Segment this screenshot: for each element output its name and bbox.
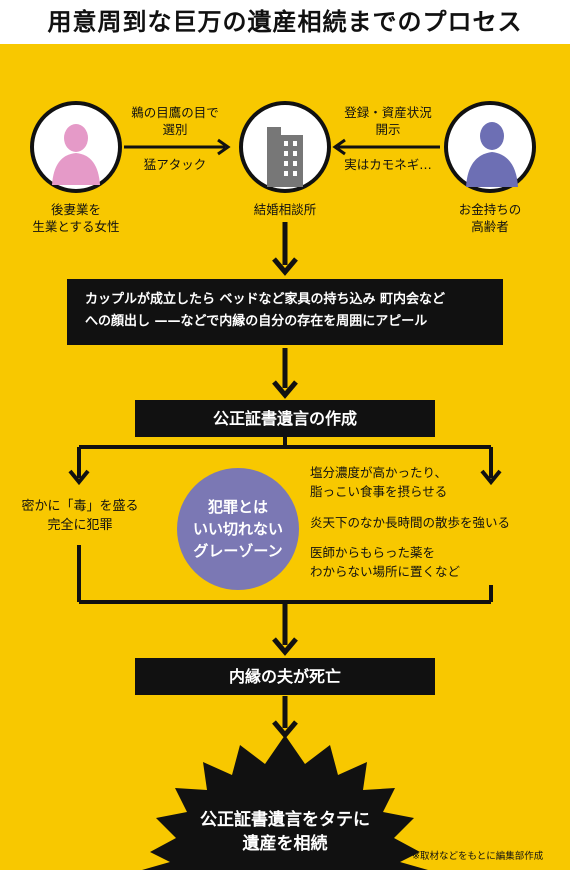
agency-label: 結婚相談所 (253, 202, 317, 217)
elder-node (444, 101, 536, 193)
woman-label-line1: 後妻業を (50, 202, 101, 217)
final-outcome-text: 公正証書遺言をタテに 遺産を相続 (155, 808, 415, 856)
left-branch-line1: 密かに「毒」を盛る (21, 499, 139, 514)
elder-label: お金持ちの 高齢者 (432, 201, 548, 235)
arrow-merge-to-step3-head (272, 637, 298, 656)
gray-zone-line2: いい切れない (192, 520, 283, 538)
elder-icon (466, 122, 518, 187)
woman-edge-line2: 選別 (162, 122, 188, 137)
right-branch-item2: 炎天下のなか長時間の散歩を強いる (310, 515, 511, 530)
arrow-agency-to-step1-head (272, 257, 298, 276)
branch-right-head (480, 469, 502, 486)
step-appeal-line1: カップルが成立したら ベッドなど家具の持ち込み 町内会など (85, 292, 446, 307)
left-branch-line2: 完全に犯罪 (47, 518, 113, 533)
woman-node (30, 101, 122, 193)
elder-label-line1: お金持ちの (458, 202, 522, 217)
final-starburst (142, 735, 428, 870)
woman-edge-line1: 鵜の目鷹の目で (131, 105, 219, 120)
step-appeal-box: カップルが成立したら ベッドなど家具の持ち込み 町内会など への顔出し ——など… (67, 279, 503, 345)
left-branch-text: 密かに「毒」を盛る 完全に犯罪 (14, 497, 146, 535)
step-appeal-line2: への顔出し ——などで内縁の自分の存在を周囲にアピール (85, 314, 428, 329)
source-note: ※取材などをもとに編集部作成 (412, 851, 544, 862)
elder-edge-label-top: 登録・資産状況 開示 (330, 104, 446, 138)
woman-label: 後妻業を 生業とする女性 (18, 201, 134, 235)
right-branch-item1: 塩分濃度が高かったり、 脂っこい食事を摂らせる (310, 463, 447, 501)
woman-edge-label-top: 鵜の目鷹の目で 選別 (118, 104, 232, 138)
final-outcome-line1: 公正証書遺言をタテに (200, 810, 370, 830)
page-title: 用意周到な巨万の遺産相続までのプロセス (0, 0, 570, 44)
elder-edge-line2: 開示 (375, 122, 401, 137)
right-item3-line1: 医師からもらった薬を (310, 545, 436, 560)
woman-label-line2: 生業とする女性 (32, 219, 120, 234)
woman-edge-label-bottom: 猛アタック (143, 157, 207, 172)
arrow-elder-to-agency-head (332, 138, 346, 156)
step-death-box: 内縁の夫が死亡 (135, 658, 435, 695)
agency-node (239, 101, 331, 193)
right-item1-line1: 塩分濃度が高かったり、 (310, 465, 448, 480)
branch-left-head (68, 469, 90, 486)
elder-edge-label-bottom: 実はカモネギ… (344, 157, 432, 172)
gray-zone-line1: 犯罪とは (207, 498, 268, 516)
woman-icon (52, 124, 100, 185)
right-branch-item3: 医師からもらった薬を わからない場所に置くなど (310, 543, 460, 581)
arrow-woman-to-agency-head (217, 138, 231, 156)
elder-edge-line1: 登録・資産状況 (344, 105, 432, 120)
right-item1-line2: 脂っこい食事を摂らせる (310, 484, 448, 499)
building-icon (267, 127, 303, 187)
step-will-box: 公正証書遺言の作成 (135, 400, 435, 437)
right-item3-line2: わからない場所に置くなど (310, 564, 461, 579)
elder-label-line2: 高齢者 (471, 219, 509, 234)
gray-zone-circle: 犯罪とは いい切れない グレーゾーン (177, 468, 299, 590)
arrow-step1-to-step2-head (272, 380, 298, 399)
final-outcome-line2: 遺産を相続 (242, 834, 328, 854)
gray-zone-line3: グレーゾーン (193, 542, 283, 560)
